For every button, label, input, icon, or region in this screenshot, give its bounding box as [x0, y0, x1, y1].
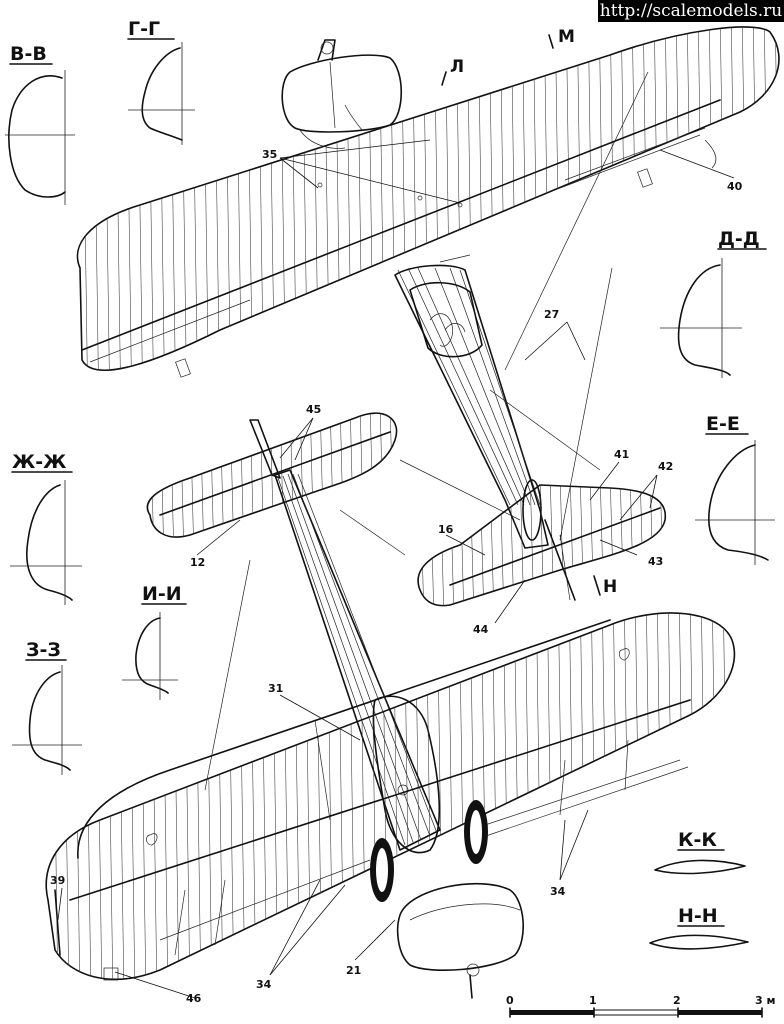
callout-16: 16	[438, 523, 454, 536]
callout-42: 42	[658, 460, 673, 473]
label-ii: И-И	[142, 583, 182, 605]
callout-46: 46	[186, 992, 202, 1005]
scale-tick-2: 2	[673, 994, 681, 1007]
label-dd: Д-Д	[718, 228, 760, 250]
callout-35: 35	[262, 148, 277, 161]
label-zz: З-З	[26, 639, 61, 661]
section-nn	[649, 934, 749, 950]
section-zhzh	[10, 480, 82, 605]
cut-marker-m: М	[558, 27, 575, 47]
callout-43: 43	[648, 555, 663, 568]
scale-tick-3: 3 м	[755, 994, 775, 1007]
label-vv: В-В	[10, 43, 47, 65]
label-nn: Н-Н	[678, 905, 718, 927]
callout-12: 12	[190, 556, 205, 569]
callout-45: 45	[306, 403, 321, 416]
upper-engine-cowling	[281, 39, 403, 149]
callout-40: 40	[727, 180, 743, 193]
label-gg: Г-Г	[128, 18, 160, 40]
callout-34-a: 34	[256, 978, 272, 991]
section-kk	[654, 859, 746, 875]
lower-fuselage	[274, 469, 441, 854]
callout-34-b: 34	[550, 885, 566, 898]
section-vv	[5, 70, 75, 205]
section-dd	[660, 258, 742, 378]
section-ee	[695, 440, 775, 565]
callout-31: 31	[268, 682, 283, 695]
watermark: http://scalemodels.ru	[598, 0, 784, 22]
cut-marker-l: Л	[450, 57, 464, 77]
lower-rigging-wires	[204, 509, 406, 791]
section-gg	[128, 42, 195, 145]
scale-bar	[509, 1007, 763, 1018]
lower-tail	[146, 412, 398, 538]
label-ee: Е-Е	[706, 413, 740, 435]
callout-44: 44	[473, 623, 489, 636]
scale-tick-1: 1	[589, 994, 597, 1007]
callout-27: 27	[544, 308, 559, 321]
section-zz	[12, 665, 82, 775]
scale-tick-0: 0	[506, 994, 514, 1007]
section-ii	[122, 612, 178, 700]
callout-41: 41	[614, 448, 629, 461]
upper-rigging-wires	[399, 71, 649, 541]
landing-gear	[370, 800, 488, 902]
cut-marker-n: Н	[603, 577, 617, 597]
upper-fuselage	[394, 264, 549, 549]
label-zhzh: Ж-Ж	[12, 451, 66, 473]
callout-39: 39	[50, 874, 65, 887]
callout-21: 21	[346, 964, 361, 977]
callout-leaders	[57, 139, 735, 999]
lower-engine-cowling	[396, 882, 525, 999]
label-kk: К-К	[678, 829, 717, 851]
lower-wing	[45, 612, 736, 981]
upper-tail-horizontal	[417, 484, 667, 607]
upper-wing	[76, 26, 780, 378]
